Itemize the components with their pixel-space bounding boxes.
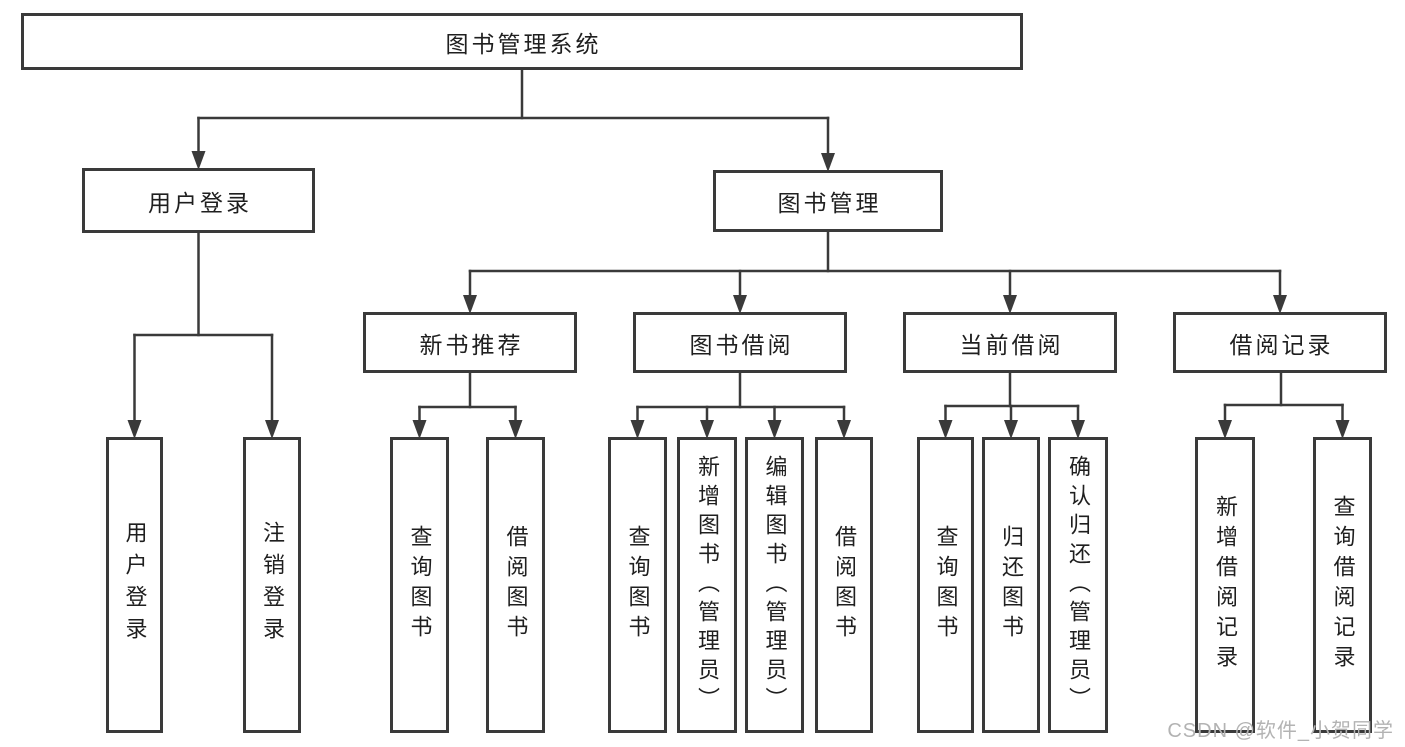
node-box-leaf-borrow-book-2: 借阅图书 (815, 437, 873, 733)
node-box-borrow-record: 借阅记录 (1173, 312, 1387, 373)
node-label-leaf-borrow-book-1: 借阅图书 (503, 525, 529, 645)
node-label-borrow-record: 借阅记录 (1229, 331, 1334, 358)
node-box-leaf-add-book: 新增图书（管理员） (677, 437, 737, 733)
node-box-leaf-query-book-1: 查询图书 (390, 437, 449, 733)
node-label-leaf-return-book: 归还图书 (999, 525, 1024, 645)
node-box-leaf-logout: 注销登录 (243, 437, 301, 733)
node-box-leaf-query-record: 查询借阅记录 (1313, 437, 1372, 733)
node-label-leaf-query-book-1: 查询图书 (407, 525, 433, 645)
node-label-leaf-query-record: 查询借阅记录 (1330, 495, 1356, 675)
node-label-leaf-confirm-return: 确认归还（管理员） (1066, 454, 1091, 716)
node-label-leaf-edit-book: 编辑图书（管理员） (762, 454, 788, 716)
node-box-leaf-borrow-book-1: 借阅图书 (486, 437, 545, 733)
node-label-root: 图书管理系统 (445, 30, 602, 57)
node-label-user-login: 用户登录 (148, 189, 252, 216)
node-box-book-mgmt: 图书管理 (713, 170, 943, 232)
node-box-leaf-query-book-2: 查询图书 (608, 437, 667, 733)
node-label-leaf-add-record: 新增借阅记录 (1213, 495, 1238, 675)
node-label-book-mgmt: 图书管理 (777, 190, 882, 216)
node-label-leaf-borrow-book-2: 借阅图书 (832, 525, 857, 645)
node-box-book-borrow: 图书借阅 (633, 312, 847, 373)
node-box-leaf-query-book-3: 查询图书 (917, 437, 974, 733)
node-label-leaf-add-book: 新增图书（管理员） (695, 454, 720, 716)
node-label-book-borrow: 图书借阅 (689, 331, 794, 358)
node-box-root: 图书管理系统 (21, 13, 1023, 70)
node-label-new-book-rec: 新书推荐 (419, 331, 524, 358)
node-label-current-borrow: 当前借阅 (959, 331, 1064, 358)
node-box-leaf-return-book: 归还图书 (982, 437, 1040, 733)
node-label-leaf-query-book-2: 查询图书 (625, 525, 651, 645)
node-box-new-book-rec: 新书推荐 (363, 312, 577, 373)
node-box-leaf-user-login: 用户登录 (106, 437, 163, 733)
node-box-leaf-add-record: 新增借阅记录 (1195, 437, 1255, 733)
node-box-current-borrow: 当前借阅 (903, 312, 1117, 373)
watermark: CSDN @软件_小贺同学 (1167, 720, 1394, 742)
node-label-leaf-user-login: 用户登录 (122, 521, 148, 649)
node-label-leaf-query-book-3: 查询图书 (933, 525, 959, 645)
node-box-leaf-edit-book: 编辑图书（管理员） (745, 437, 804, 733)
node-box-user-login: 用户登录 (82, 168, 315, 233)
node-label-leaf-logout: 注销登录 (260, 521, 285, 649)
node-box-leaf-confirm-return: 确认归还（管理员） (1048, 437, 1108, 733)
